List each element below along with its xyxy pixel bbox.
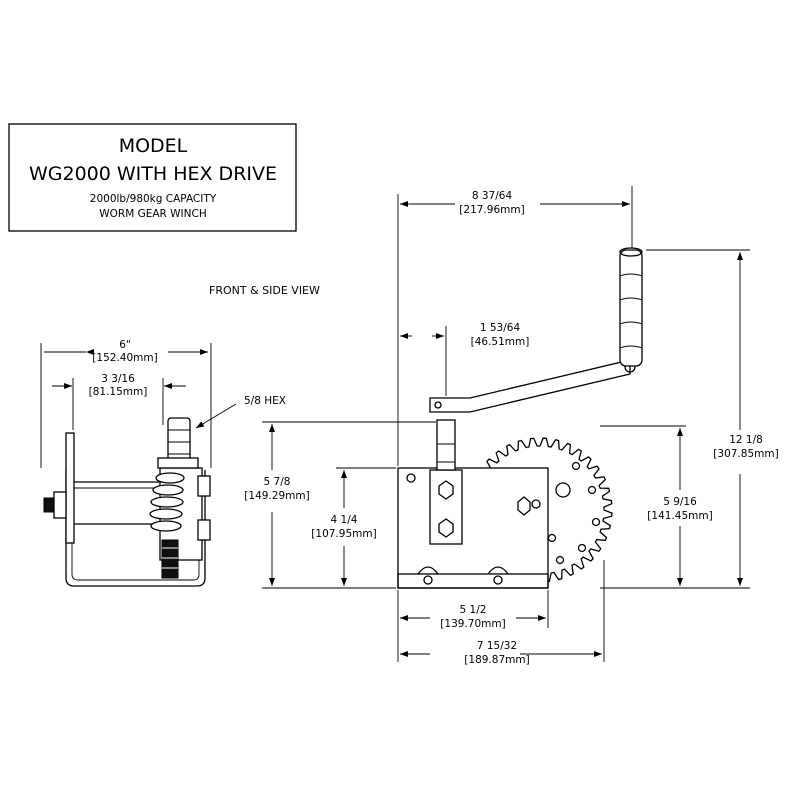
overall-span-imperial: 8 37/64 bbox=[472, 190, 513, 202]
body-hole bbox=[406, 473, 416, 483]
crank-arm bbox=[429, 359, 631, 413]
body-height-imperial: 4 1/4 bbox=[331, 514, 358, 526]
slide-plate bbox=[429, 469, 463, 545]
overall-width-imperial: 7 15/32 bbox=[477, 640, 517, 652]
frame-bracket bbox=[65, 470, 206, 587]
shaft-height-metric: [149.29mm] bbox=[244, 490, 309, 502]
hex-callout: 5/8 HEX bbox=[244, 395, 286, 407]
total-height-imperial: 12 1/8 bbox=[729, 434, 763, 446]
shaft-offset-imperial: 1 53/64 bbox=[480, 322, 521, 334]
gear-teeth bbox=[467, 437, 613, 583]
side-inner-width-metric: [81.15mm] bbox=[89, 386, 148, 398]
gear-height-imperial: 5 9/16 bbox=[663, 496, 697, 508]
winch-type-text: WORM GEAR WINCH bbox=[99, 208, 207, 220]
side-overall-width-metric: [152.40mm] bbox=[92, 352, 157, 364]
left-mount-plate bbox=[65, 432, 75, 544]
side-overall-width-imperial: 6" bbox=[119, 339, 131, 351]
winch-body bbox=[397, 467, 549, 589]
worm-gear-coils bbox=[149, 472, 185, 532]
model-name: WG2000 WITH HEX DRIVE bbox=[29, 163, 277, 185]
body-height-metric: [107.95mm] bbox=[311, 528, 376, 540]
model-heading: MODEL bbox=[119, 135, 188, 157]
overall-width-metric: [189.87mm] bbox=[464, 654, 529, 666]
crank-handle bbox=[619, 247, 643, 367]
hex-drive-post bbox=[167, 417, 191, 465]
shaft-height-imperial: 5 7/8 bbox=[264, 476, 291, 488]
capacity-text: 2000lb/980kg CAPACITY bbox=[90, 193, 217, 205]
gear-hole bbox=[587, 485, 597, 495]
gear-hole bbox=[547, 533, 557, 543]
gear-height-metric: [141.45mm] bbox=[647, 510, 712, 522]
spur-gear bbox=[467, 437, 613, 583]
gear-hole bbox=[577, 543, 587, 553]
base-width-metric: [139.70mm] bbox=[440, 618, 505, 630]
title-block: MODEL WG2000 WITH HEX DRIVE 2000lb/980kg… bbox=[8, 123, 297, 232]
overall-span-metric: [217.96mm] bbox=[459, 204, 524, 216]
total-height-metric: [307.85mm] bbox=[713, 448, 778, 460]
view-label: FRONT & SIDE VIEW bbox=[209, 284, 320, 297]
gear-hole bbox=[571, 461, 581, 471]
gear-hole bbox=[591, 517, 601, 527]
base-width-imperial: 5 1/2 bbox=[460, 604, 487, 616]
gear-hole bbox=[555, 555, 565, 565]
side-inner-width-imperial: 3 3/16 bbox=[101, 373, 135, 385]
bottom-shaft bbox=[161, 539, 179, 579]
side-view: 6" [152.40mm] 3 3/16 [81.15mm] bbox=[40, 339, 286, 587]
left-bolt bbox=[43, 497, 55, 513]
title-block-border bbox=[8, 123, 297, 232]
hex-shaft bbox=[436, 419, 456, 471]
front-view: 8 37/64 [217.96mm] 1 53/64 [46.51mm] 12 … bbox=[244, 186, 779, 666]
shaft-offset-metric: [46.51mm] bbox=[471, 336, 530, 348]
